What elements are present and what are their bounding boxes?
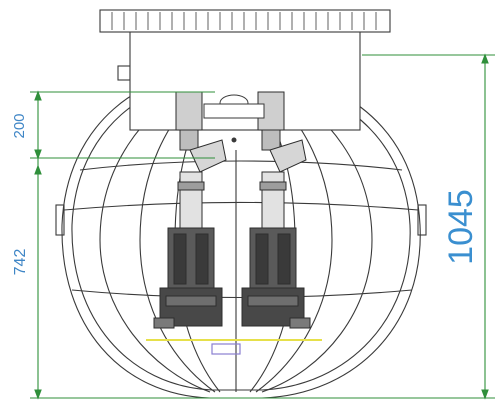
side-boss-left	[55, 204, 65, 236]
tank-inner-shell	[71, 75, 411, 391]
dimension-label-1045: 1045	[442, 189, 480, 265]
shoulder-tab-left	[117, 65, 131, 81]
pump-assembly-right	[241, 91, 311, 329]
check-valve-right	[269, 139, 307, 173]
dimension-lines	[30, 53, 495, 400]
dimension-label-200: 200	[11, 113, 28, 138]
central-junction	[203, 94, 265, 143]
dimension-label-742: 742	[12, 249, 29, 276]
riser-pipe-right	[261, 171, 285, 233]
manhole-grating-frame	[99, 9, 391, 33]
band-middle	[63, 201, 419, 211]
manhole-grating-bars	[111, 12, 377, 30]
pump-assembly-left	[153, 91, 227, 329]
manhole-assembly	[99, 9, 391, 131]
riser-pipe-left	[179, 171, 203, 233]
side-boss-right	[417, 204, 427, 236]
band-upper	[79, 160, 403, 171]
check-valve-left	[189, 139, 227, 173]
band-lower	[71, 289, 413, 299]
pipe-fitting-left	[175, 91, 203, 131]
float-marker	[211, 343, 241, 355]
